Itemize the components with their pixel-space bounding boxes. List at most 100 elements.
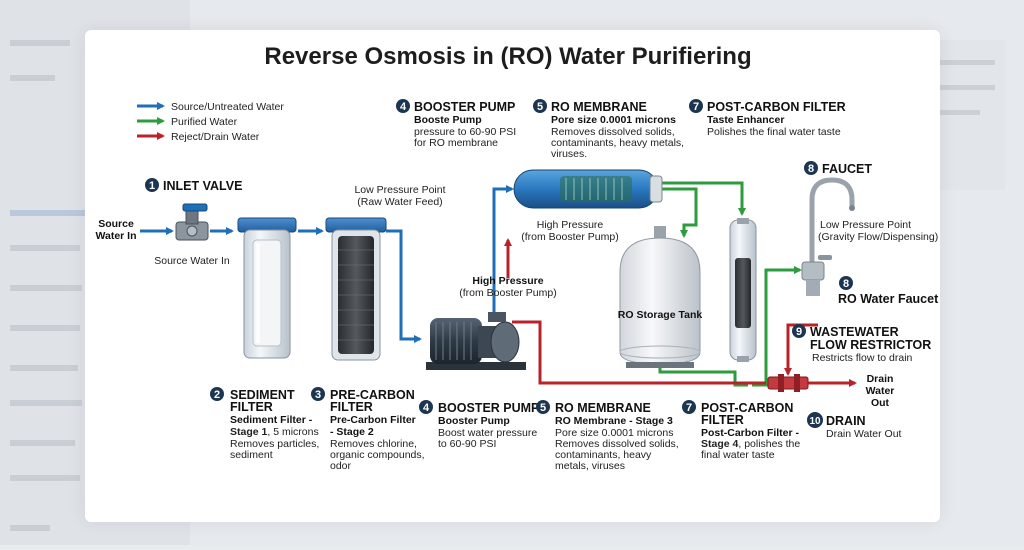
callout-subtitle: Post-Carbon Filter - [701,427,800,439]
legend: Source/Untreated Water Purified Water Re… [137,101,284,143]
faucet-label: 8 RO Water Faucet [838,276,939,306]
callout-desc: pressure to 60-90 PSI [414,126,516,138]
callout-title: FILTER [330,400,373,414]
faucet-icon [801,177,855,296]
callout-desc: odor [330,460,352,472]
background-line [10,285,82,291]
pipe-carbon-to-pump [386,229,422,343]
postcarbon-filter-icon [729,218,757,362]
faucet-label-text: RO Water Faucet [838,292,939,306]
diagram-card [85,30,940,522]
callout-title: RO MEMBRANE [555,401,651,415]
legend-source-label: Source/Untreated Water [171,101,284,113]
number-badge [145,178,159,192]
inlet-valve-icon [175,203,209,241]
high-pressure-label: (from Booster Pump) [459,287,556,299]
badge-number: 8 [843,278,849,290]
callout-desc: Drain Water Out [826,428,902,440]
drain-callout: 10 DRAIN Drain Water Out [807,412,902,440]
callout-subtitle: Pre-Carbon Filter [330,414,416,426]
badge-number: 2 [214,389,220,401]
callout-desc: viruses. [551,148,587,160]
faucet-pressure-label: (Gravity Flow/Dispensing) [818,231,938,243]
callout-subtitle: Stage 4, polishes the [701,438,800,450]
bottom-callout-booster: 4 BOOSTER PUMP Booster Pump Boost water … [419,400,539,450]
background-line [10,325,80,331]
number-badge [533,99,547,113]
callout-desc: Restricts flow to drain [812,352,913,364]
sediment-filter-icon [237,217,297,359]
inlet-callout: 1 INLET VALVE [145,178,242,193]
legend-reject-label: Reject/Drain Water [171,131,260,143]
callout-desc: Boost water pressure [438,427,537,439]
callout-title: PRE-CARBON [330,388,415,402]
pipe-membrane-to-tank [661,187,698,238]
number-badge [792,324,806,338]
flow-restrictor-icon [767,374,809,392]
badge-number: 3 [315,389,321,401]
callout-title: BOOSTER PUMP [438,401,539,415]
number-badge [536,400,550,414]
background-line [10,400,82,406]
callout-subtitle: - Stage 2 [330,426,374,438]
badge-number: 7 [686,402,692,414]
callout-title: RO MEMBRANE [551,100,647,114]
restrictor-callout: 9 WASTEWATER FLOW RESTRICTOR Restricts f… [792,324,931,364]
number-badge [839,276,853,290]
drain-out-label: Water [866,385,895,397]
low-pressure-label: (Raw Water Feed) [357,196,442,208]
callout-subtitle: Booster Pump [438,415,510,427]
callout-subtitle: Pore size 0.0001 microns [551,114,676,126]
source-water-label: Source [98,218,134,230]
pipe-tank-loop [658,362,748,387]
inlet-caption: Source Water In [154,255,230,267]
number-badge [396,99,410,113]
precarbon-filter-icon [325,217,387,361]
top-callout-postcarbon: 7 POST-CARBON FILTER Taste Enhancer Poli… [689,99,846,138]
high-pressure-label: High Pressure [472,275,543,287]
bottom-callout-postcarbon: 7 POST-CARBON FILTER Post-Carbon Filter … [682,400,800,461]
callout-subtitle: RO Membrane - Stage 3 [555,415,673,427]
pipe-postcarbon-to-faucet [752,266,802,387]
callout-desc: Removes chlorine, [330,438,417,450]
top-callout-booster: 4 BOOSTER PUMP Booste Pump pressure to 6… [396,99,516,149]
background-line [940,110,980,115]
callout-desc: contaminants, heavy [555,449,652,461]
badge-number: 1 [149,180,155,192]
number-badge [804,161,818,175]
background-line [940,60,995,65]
purified-pipes [658,181,802,387]
callout-desc: Pore size 0.0001 microns [555,427,673,439]
badge-number: 4 [400,101,407,113]
background-line [10,210,85,216]
high-pressure-label: High Pressure [537,219,604,231]
legend-purified-label: Purified Water [171,116,238,128]
callout-title: FLOW RESTRICTOR [810,338,931,352]
callout-title: DRAIN [826,414,866,428]
background-line [10,365,78,371]
callout-title: SEDIMENT [230,388,295,402]
callout-desc: for RO membrane [414,137,498,149]
drain-out-label: Out [871,397,890,409]
callout-subtitle: Booste Pump [414,114,482,126]
callout-desc: Removes particles, [230,438,319,450]
top-callout-membrane: 5 RO MEMBRANE Pore size 0.0001 microns R… [533,99,684,160]
pipe-restrictor-feed [784,323,818,376]
number-badge [311,387,325,401]
callout-subtitle: Stage 1, 5 microns [230,426,319,438]
number-badge [210,387,224,401]
background-line [940,85,995,90]
callout-desc: Removes dissolved solids, [555,438,679,450]
page-title: Reverse Osmosis in (RO) Water Purifierin… [264,43,751,70]
pipe-pump-to-membrane [492,185,514,322]
callout-subtitle: final water taste [701,449,775,461]
pipe-membrane-to-postcarbon [661,181,746,216]
source-pipes [140,185,514,343]
callout-desc: sediment [230,449,273,461]
badge-number: 8 [808,163,814,175]
callout-title: BOOSTER PUMP [414,100,515,114]
number-badge [807,412,823,428]
callout-desc: Polishes the final water taste [707,126,841,138]
source-water-label: Water In [95,230,136,242]
callout-title: FAUCET [822,162,872,176]
